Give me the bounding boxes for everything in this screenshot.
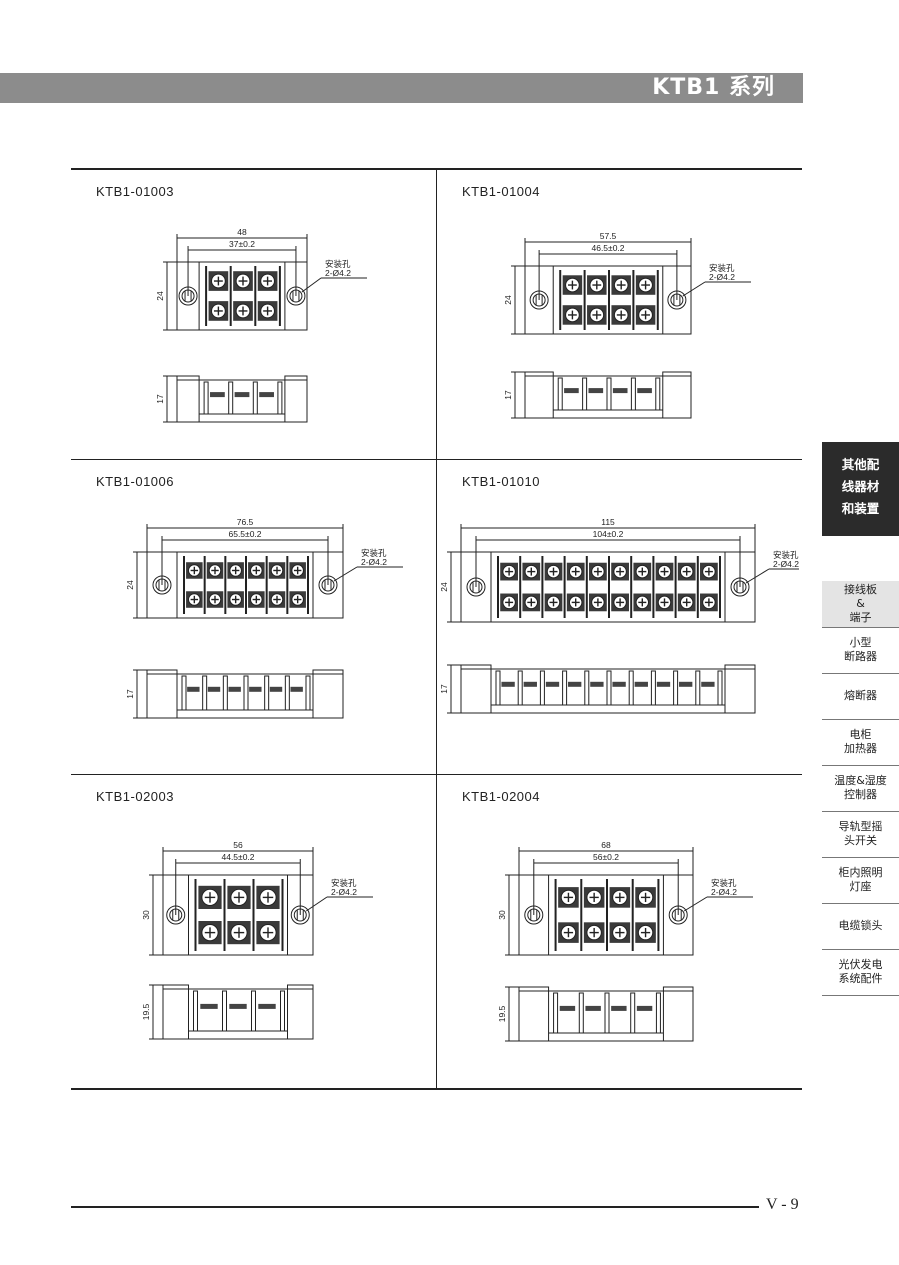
mounting-hole-callout: 安装孔	[361, 548, 387, 558]
sidebar-heading-line: 线器材	[841, 479, 880, 494]
mounting-hole-spec: 2-Ø4.2	[361, 557, 387, 567]
hole-pitch-label: 56±0.2	[593, 852, 619, 862]
model-number: KTB1-01010	[462, 474, 540, 489]
model-number: KTB1-02004	[462, 789, 540, 804]
block-outline	[518, 874, 694, 956]
overall-length-label: 57.5	[600, 231, 617, 241]
sidebar-category-heading: 其他配 线器材 和装置	[822, 442, 899, 536]
mounting-hole-callout: 安装孔	[325, 259, 351, 269]
mounting-hole-callout: 安装孔	[773, 550, 799, 560]
model-number: KTB1-02003	[96, 789, 174, 804]
header-bar: KTB1 系列	[0, 73, 803, 103]
hole-pitch-label: 46.5±0.2	[591, 243, 624, 253]
sidebar-heading-line: 其他配	[841, 457, 880, 472]
sidebar-item[interactable]: 柜内照明 灯座	[822, 857, 899, 904]
model-number: KTB1-01004	[462, 184, 540, 199]
sidebar-item[interactable]: 熔断器	[822, 673, 899, 720]
overall-length-label: 68	[601, 840, 611, 850]
sidebar-item[interactable]: 小型 断路器	[822, 627, 899, 674]
overall-length-label: 76.5	[237, 517, 254, 527]
sidebar-item[interactable]: 接线板 & 端子	[822, 581, 899, 628]
hole-pitch-label: 37±0.2	[229, 239, 255, 249]
height-label: 24	[439, 582, 449, 592]
sidebar-heading-line: 和装置	[841, 501, 880, 516]
mounting-hole-callout: 安装孔	[331, 878, 357, 888]
grid-column-divider	[436, 168, 437, 1090]
series-title: KTB1 系列	[652, 75, 775, 100]
block-outline	[146, 551, 344, 619]
mounting-hole-spec: 2-Ø4.2	[709, 272, 735, 282]
side-height-label: 19.5	[141, 1003, 151, 1020]
height-label: 30	[497, 910, 507, 920]
sidebar-item[interactable]: 导轨型摇 头开关	[822, 811, 899, 858]
footer-rule	[71, 1206, 759, 1208]
block-outline	[460, 551, 756, 623]
sidebar-item[interactable]: 温度&湿度 控制器	[822, 765, 899, 812]
model-number: KTB1-01006	[96, 474, 174, 489]
sidebar-item[interactable]: 电柜 加热器	[822, 719, 899, 766]
side-height-label: 17	[503, 390, 513, 400]
side-view-outline	[176, 379, 308, 423]
model-number: KTB1-01003	[96, 184, 174, 199]
page-number: V - 9	[766, 1196, 799, 1213]
height-label: 24	[503, 295, 513, 305]
height-label: 24	[125, 580, 135, 590]
mounting-hole-spec: 2-Ø4.2	[773, 559, 799, 569]
height-label: 30	[141, 910, 151, 920]
mounting-hole-callout: 安装孔	[711, 878, 737, 888]
side-height-label: 17	[155, 394, 165, 404]
block-outline	[524, 265, 692, 335]
hole-pitch-label: 44.5±0.2	[221, 852, 254, 862]
hole-pitch-label: 65.5±0.2	[228, 529, 261, 539]
mounting-hole-callout: 安装孔	[709, 263, 735, 273]
side-height-label: 19.5	[497, 1005, 507, 1022]
side-height-label: 17	[125, 689, 135, 699]
overall-length-label: 48	[237, 227, 247, 237]
sidebar-item[interactable]: 光伏发电 系统配件	[822, 949, 899, 996]
block-outline	[162, 874, 314, 956]
overall-length-label: 56	[233, 840, 243, 850]
height-label: 24	[155, 291, 165, 301]
mounting-hole-spec: 2-Ø4.2	[325, 268, 351, 278]
mounting-hole-spec: 2-Ø4.2	[331, 887, 357, 897]
mounting-hole-spec: 2-Ø4.2	[711, 887, 737, 897]
sidebar-item[interactable]: 电缆锁头	[822, 903, 899, 950]
block-outline	[176, 261, 308, 331]
side-height-label: 17	[439, 684, 449, 694]
hole-pitch-label: 104±0.2	[593, 529, 624, 539]
overall-length-label: 115	[601, 517, 615, 527]
